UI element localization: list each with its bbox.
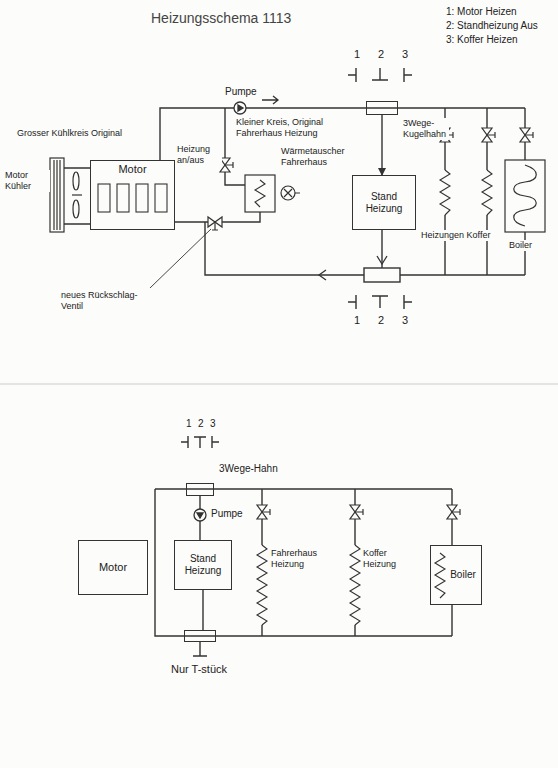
engine-cylinder [98, 184, 167, 212]
valve-fitting: 3Wege-Hahn [186, 483, 214, 496]
annotation-label: Heizungen Koffer [420, 230, 494, 241]
node-text: Stand Heizung [177, 553, 229, 577]
annotation-label: 3 [401, 48, 409, 61]
annotation-label: 3 [209, 418, 217, 430]
leader-line [150, 229, 211, 288]
node-text: 3Wege-Kugelhahn [403, 118, 449, 140]
annotation-label: Pumpe [224, 86, 258, 98]
annotation-label: 1 [185, 418, 193, 430]
switch-position-symbol [181, 436, 219, 448]
node-text: Stand Heizung [355, 191, 413, 215]
flow-arrow [377, 256, 387, 264]
component-box: Stand Heizung [174, 540, 232, 590]
switch-position-symbol [181, 68, 412, 448]
valve-fitting: Nur T-stück [184, 630, 216, 642]
radiator [73, 172, 79, 190]
annotation-label: 3: Koffer Heizen [445, 34, 557, 46]
heating-coil [482, 170, 492, 215]
node-text: Motor [99, 561, 127, 574]
pump-symbol [234, 102, 246, 114]
annotation-label: Pumpe [210, 508, 244, 520]
annotation-label: Motor Kühler [4, 170, 50, 192]
component-box: Motor [78, 540, 148, 595]
radiator [50, 158, 82, 232]
heating-coil [257, 545, 267, 625]
bottom-t-piece [364, 268, 400, 282]
boiler-tank [514, 165, 537, 226]
valve-symbol [520, 128, 533, 142]
pipe [64, 168, 90, 224]
valve-fitting: 3Wege-Kugelhahn [366, 101, 398, 115]
component-box: Stand Heizung [352, 175, 416, 230]
boiler-tank [505, 160, 545, 232]
annotation-label: Fahrerhaus Heizung [270, 548, 328, 570]
annotation-label: Grosser Kühlkreis Original [16, 128, 128, 139]
radiator [50, 158, 64, 232]
annotation-label: Kleiner Kreis, Original Fahrerhaus Heizu… [235, 117, 349, 139]
heat-exchanger [284, 189, 300, 197]
heating-coil [255, 180, 265, 207]
annotation-label: 3 [401, 314, 409, 327]
flow-arrow [262, 96, 278, 104]
pipe-connector [381, 115, 382, 175]
valve-symbol [447, 505, 460, 519]
pump-symbol [238, 105, 243, 111]
valve-symbol [257, 505, 270, 519]
component-box: Boiler [430, 545, 482, 605]
node-text: Motor [118, 163, 146, 176]
engine-cylinder [117, 184, 129, 212]
heating-coil [435, 553, 445, 598]
pipe [155, 489, 452, 636]
node-text: Boiler [450, 569, 476, 581]
pump-symbol [194, 509, 206, 521]
annotation-label: 2 [377, 48, 385, 61]
engine-cylinder [155, 184, 167, 212]
annotation-label: 2 [377, 314, 385, 327]
node-text: Nur T-stück [171, 663, 251, 676]
heating-coil [350, 545, 360, 625]
valve-symbol [208, 128, 533, 519]
annotation-label: 1: Motor Heizen [445, 6, 557, 18]
annotation-label: Koffer Heizung [362, 548, 410, 570]
bottom-t-piece [364, 268, 400, 282]
paper-fold [0, 383, 558, 385]
annotation-label: 1 [353, 314, 361, 327]
switch-position-symbol [348, 295, 412, 309]
annotation-label: 2 [197, 418, 205, 430]
boiler-tank [505, 160, 545, 232]
annotation-label: Boiler [508, 240, 533, 251]
component-box: Motor [90, 160, 175, 230]
annotation-label: 2: Standheizung Aus [445, 20, 557, 32]
pipe-connector [202, 590, 203, 630]
annotation-label: neues Rückschlag-Ventil [60, 290, 152, 312]
node-text: 3Wege-Hahn [219, 463, 289, 475]
annotation-label: Heizung an/aus [176, 144, 222, 166]
pipe [193, 642, 207, 656]
switch-position-symbol [348, 68, 412, 82]
annotation-label: 1 [353, 48, 361, 61]
heating-coil [440, 170, 450, 215]
engine-cylinder [98, 184, 110, 212]
flow-arrow [319, 270, 326, 280]
heat-exchanger [245, 175, 300, 212]
pump-symbol [197, 513, 203, 518]
radiator [54, 160, 60, 230]
annotation-label: Wärmetauscher Fahrerhaus [280, 146, 350, 168]
valve-symbol [482, 128, 495, 142]
engine-cylinder [136, 184, 148, 212]
valve-symbol [208, 217, 222, 230]
pipe [64, 108, 525, 656]
radiator [73, 200, 79, 218]
heat-exchanger [245, 175, 275, 212]
title: Heizungsschema 1113 [150, 10, 292, 27]
radiator [72, 194, 82, 195]
valve-symbol [350, 505, 363, 519]
